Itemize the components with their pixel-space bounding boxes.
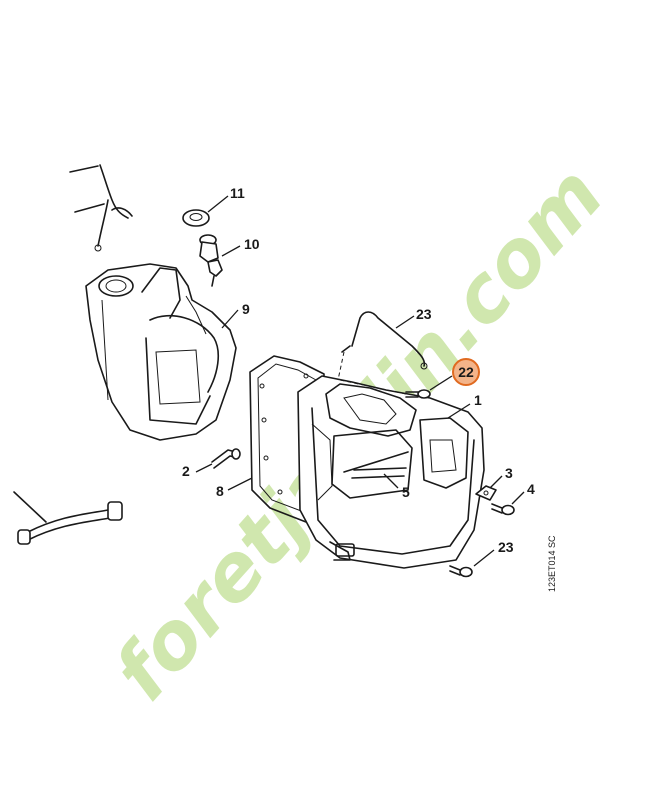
callout-9: 9: [242, 301, 250, 317]
callout-23-top: 23: [416, 306, 432, 322]
callout-3: 3: [505, 465, 513, 481]
chain-cord: [69, 164, 133, 252]
rod-part: [343, 451, 409, 473]
callout-11: 11: [230, 185, 245, 201]
highlight-circle[interactable]: [452, 358, 480, 386]
callout-8: 8: [216, 483, 224, 499]
callout-23-bottom: 23: [498, 539, 514, 555]
fuel-line-part: [211, 448, 241, 469]
callout-5: 5: [402, 484, 410, 500]
screw-22: [339, 379, 431, 399]
callout-22[interactable]: 22: [458, 364, 474, 380]
highlight-callout-22[interactable]: 22: [452, 358, 480, 386]
callouts: 11 10 9 23 1 2 8 5 3 4 23: [182, 185, 535, 555]
wire-spring: [337, 311, 428, 381]
valve-fitting: [199, 234, 223, 287]
housing: [297, 375, 485, 569]
screw-23-bottom: [449, 565, 473, 578]
fuel-tank: [85, 263, 237, 441]
hose: [13, 491, 123, 545]
washer-part: [475, 485, 497, 501]
screw-4: [491, 503, 515, 516]
reference-code: 123ET014 SC: [547, 535, 557, 592]
callout-2: 2: [182, 463, 190, 479]
grommet-part: [182, 209, 210, 227]
leader-lines: [195, 195, 525, 567]
callout-10: 10: [244, 236, 260, 252]
callout-4: 4: [527, 481, 535, 497]
callout-1: 1: [474, 392, 482, 408]
